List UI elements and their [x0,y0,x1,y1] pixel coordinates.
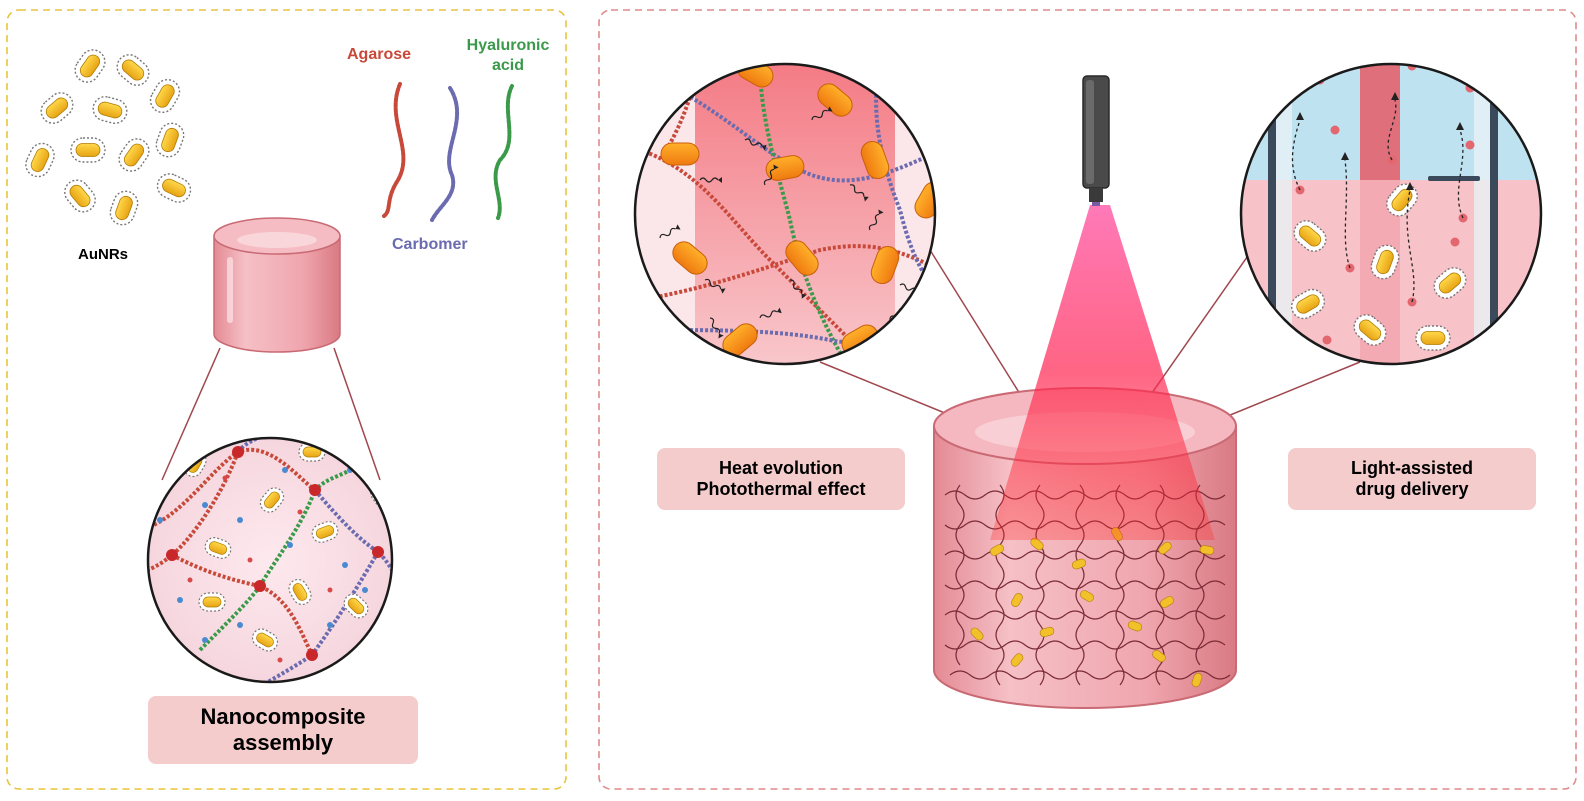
gold-nanorod-icon [89,93,131,127]
assembly-line2: assembly [232,730,334,755]
zoom-line [929,249,1031,411]
carbomer-strand [430,86,460,222]
hyaluronic-label-line2: acid [491,57,524,74]
hydrogel-cylinder-icon [213,217,341,353]
gold-nanorod-icon [35,87,79,129]
zoom-line [1217,361,1361,421]
laser-beam [990,205,1215,540]
zoom-circle-icon [146,436,394,684]
hyaluronic-strand [493,84,514,220]
gold-nanorod-icon [113,133,155,177]
gold-nanorod-icon [59,174,101,218]
gold-nanorod-icon [69,44,111,88]
light-assisted-box: Light-assisted drug delivery [1288,448,1536,510]
heat-evolution-box: Heat evolution Photothermal effect [657,448,905,510]
polymer-strands [382,82,514,222]
carbomer-label: Carbomer [392,236,468,253]
left-panel-border [6,9,567,790]
zoom-line [333,347,381,481]
aunr-cluster [21,44,196,229]
agarose-label: Agarose [347,46,412,63]
light-line1: Light-assisted [1350,457,1474,478]
aunrs-label: AuNRs [78,246,129,263]
embedded-nanorods [970,527,1215,688]
zoom-circle-icon [633,62,937,366]
agarose-strand [382,82,406,218]
right-panel-border [598,9,1577,790]
heat-line2: Photothermal effect [696,479,866,499]
gold-nanorod-icon [152,169,196,207]
zoom-line [161,347,221,481]
gold-nanorod-icon [111,49,155,91]
heat-line1: Heat evolution [718,457,843,478]
nanocomposite-assembly-box: Nanocomposite assembly [148,696,418,764]
gold-nanorod-icon [152,119,188,161]
gold-nanorod-icon [106,187,142,229]
hyaluronic-label-line1: Hyaluronic [466,37,550,54]
light-line2: drug delivery [1355,479,1469,499]
gold-nanorod-icon [145,74,185,118]
hyaluronic-label: Hyaluronic acid [458,36,558,76]
gold-nanorod-icon [70,137,106,163]
zoom-line [819,361,963,421]
assembly-line1: Nanocomposite [200,704,366,730]
zoom-circle-icon [1239,62,1543,366]
laser-device-icon [1082,75,1110,206]
gold-nanorod-icon [21,138,59,182]
